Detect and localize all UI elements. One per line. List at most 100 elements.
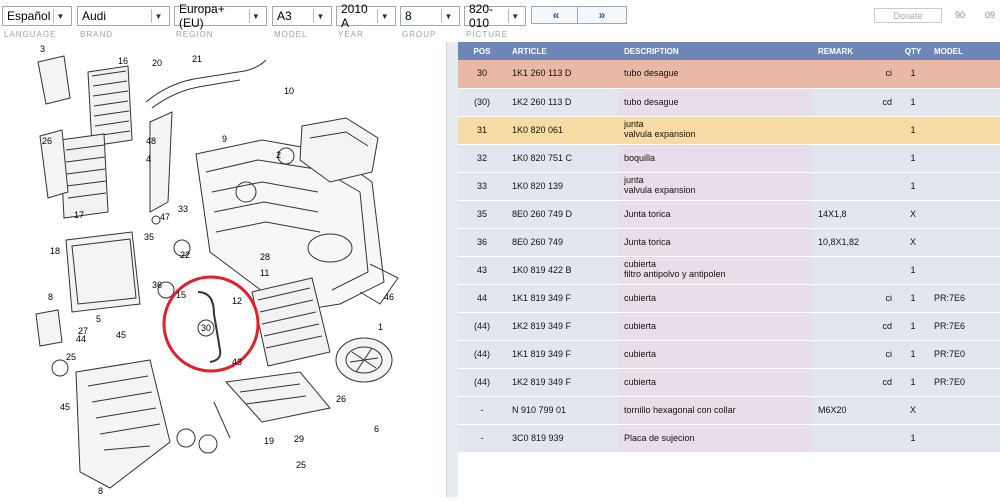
- callout-25: 25: [66, 352, 76, 362]
- callout-15: 15: [176, 290, 186, 300]
- col-pos[interactable]: POS: [458, 42, 506, 60]
- caption-region: REGION: [176, 30, 214, 39]
- cell-description: tubo desague: [618, 60, 812, 89]
- cell-qty: X: [898, 396, 928, 425]
- cell-qty: 1: [898, 284, 928, 313]
- selector-bar: Español▼ Audi▼ Europa+ (EU)▼ A3▼ 2010 A▼…: [0, 0, 1000, 42]
- cell-qty: 1: [898, 116, 928, 145]
- cell-model: [928, 424, 1000, 453]
- callout-45b: 45: [60, 402, 70, 412]
- language-select[interactable]: Español▼: [2, 6, 72, 26]
- year-select[interactable]: 2010 A▼: [336, 2, 396, 30]
- col-article[interactable]: ARTICLE: [506, 42, 618, 60]
- col-remark[interactable]: REMARK: [812, 42, 870, 60]
- callout-20: 20: [152, 58, 162, 68]
- cell-qty: 1: [898, 172, 928, 201]
- cell-remark: 14X1,8: [812, 200, 870, 229]
- description-line: Junta torica: [624, 208, 671, 219]
- cell-article: 1K2 819 349 F: [506, 368, 618, 397]
- cell-pos: 36: [458, 228, 506, 257]
- cell-article: 8E0 260 749 D: [506, 200, 618, 229]
- cell-remark: 10,8X1,82: [812, 228, 870, 257]
- cell-remark: M6X20: [812, 396, 870, 425]
- group-select[interactable]: 8▼: [400, 6, 460, 26]
- col-qty[interactable]: QTY: [898, 42, 928, 60]
- col-model[interactable]: MODEL: [928, 42, 1000, 60]
- callout-16: 16: [118, 56, 128, 66]
- panel-splitter[interactable]: [446, 42, 458, 497]
- brand-select[interactable]: Audi▼: [77, 6, 170, 26]
- cell-code: [870, 228, 898, 257]
- callout-6: 6: [374, 424, 379, 434]
- col-description[interactable]: DESCRIPTION: [618, 42, 812, 60]
- model-select[interactable]: A3▼: [272, 6, 332, 26]
- caption-year: YEAR: [338, 30, 364, 39]
- description-line: tornillo hexagonal con collar: [624, 404, 736, 415]
- description-line: junta: [624, 118, 644, 129]
- col-code: [870, 42, 898, 60]
- cell-article: 1K1 819 349 F: [506, 284, 618, 313]
- cell-code: [870, 144, 898, 173]
- cell-description: Junta torica: [618, 200, 812, 229]
- callout-44: 44: [76, 334, 86, 344]
- cell-remark: [812, 60, 870, 89]
- cell-remark: [812, 88, 870, 117]
- parts-diagram[interactable]: 30 16 20 21 3 10 26 48 4 9 2 17 33 47 35…: [0, 42, 446, 497]
- cell-qty: 1: [898, 60, 928, 89]
- prev-picture-button[interactable]: «: [531, 6, 581, 24]
- cell-model: [928, 256, 1000, 285]
- cell-code: [870, 396, 898, 425]
- next-picture-button[interactable]: »: [577, 6, 627, 24]
- cell-article: 1K0 819 422 B: [506, 256, 618, 285]
- highlight-circle: [162, 275, 260, 373]
- cell-description: tubo desague: [618, 88, 812, 117]
- cell-article: 8E0 260 749: [506, 228, 618, 257]
- description-line: Placa de sujecion: [624, 432, 695, 443]
- chevron-down-icon: ▼: [151, 9, 165, 23]
- cell-description: boquilla: [618, 144, 812, 173]
- cell-model: [928, 172, 1000, 201]
- cell-pos: 32: [458, 144, 506, 173]
- cell-article: 1K2 819 349 F: [506, 312, 618, 341]
- donate-button[interactable]: Donate: [874, 8, 942, 23]
- cell-article: 1K1 819 349 F: [506, 340, 618, 369]
- callout-4: 4: [146, 154, 151, 164]
- callout-2: 2: [276, 150, 281, 160]
- callout-5: 5: [96, 314, 101, 324]
- cell-code: [870, 200, 898, 229]
- callout-28: 28: [260, 252, 270, 262]
- region-select[interactable]: Europa+ (EU)▼: [174, 2, 267, 30]
- cell-pos: 35: [458, 200, 506, 229]
- cell-code: [870, 116, 898, 145]
- callout-43: 43: [232, 357, 242, 367]
- callout-12: 12: [232, 296, 242, 306]
- chevron-down-icon: ▼: [441, 9, 455, 23]
- cell-remark: [812, 312, 870, 341]
- callout-21: 21: [192, 54, 202, 64]
- callout-8: 8: [48, 292, 53, 302]
- cell-code: [870, 172, 898, 201]
- picture-select[interactable]: 820-010▼: [464, 2, 526, 30]
- callout-25b: 25: [296, 460, 306, 470]
- cell-description: tornillo hexagonal con collar: [618, 396, 812, 425]
- callout-35: 35: [144, 232, 154, 242]
- caption-language: LANGUAGE: [4, 30, 57, 39]
- cell-description: Placa de sujecion: [618, 424, 812, 453]
- cell-code: ci: [870, 60, 898, 89]
- cell-description: cubierta: [618, 284, 812, 313]
- chevron-down-icon: ▼: [248, 9, 262, 23]
